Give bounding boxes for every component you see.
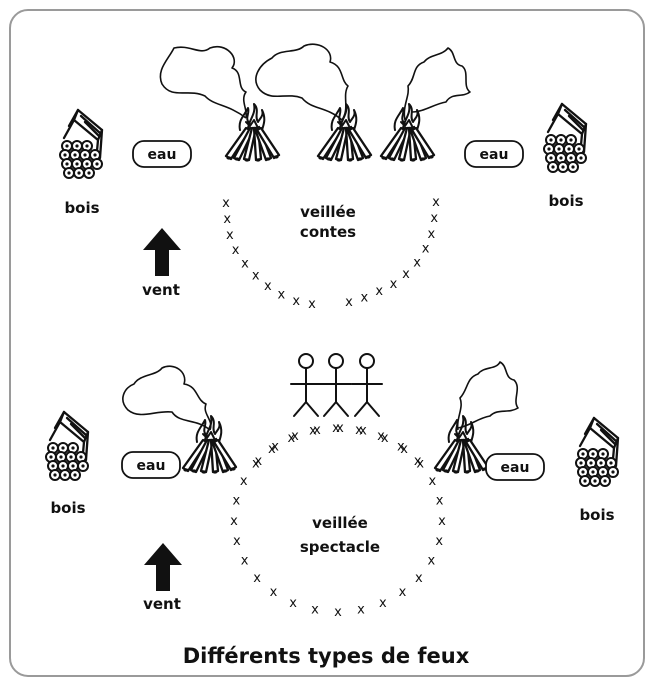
seating-cross: x: [428, 474, 436, 489]
smoke-icon: [255, 43, 349, 121]
seating-cross: x: [241, 256, 249, 271]
seating-cross: x: [390, 277, 398, 292]
water-box: [132, 140, 192, 168]
seating-cross: x: [438, 514, 446, 529]
scene-stories: bois bois eau eau vent veillée contes xx…: [58, 43, 588, 312]
wind-label: vent: [142, 281, 180, 299]
seating-cross: x: [270, 585, 278, 600]
seating-cross: x: [311, 603, 319, 618]
seating-cross: x: [233, 494, 241, 509]
seating-cross: x: [379, 596, 387, 611]
campfire-label: veillée: [312, 514, 368, 532]
seating-cross: x: [252, 268, 260, 283]
seating-cross: x: [435, 534, 443, 549]
seating-cross: x: [377, 429, 385, 444]
seating-cross: x: [232, 243, 240, 258]
water-label: eau: [480, 147, 509, 163]
seating-cross: x: [415, 571, 423, 586]
seating-cross: x: [345, 295, 353, 310]
seating-cross: x: [291, 429, 299, 444]
frame: [9, 9, 645, 677]
seating-cross: x: [428, 554, 436, 569]
seating-cross: x: [428, 227, 436, 242]
seating-cross: x: [397, 440, 405, 455]
scene-show: bois bois eau eau vent veillée spectacle…: [44, 353, 620, 620]
seating-cross: x: [361, 290, 369, 305]
seating-cross: x: [240, 474, 248, 489]
seating-cross: x: [355, 423, 363, 438]
seating-cross: x: [332, 421, 340, 436]
seating-cross: x: [241, 554, 249, 569]
water-label: eau: [137, 458, 166, 474]
seating-cross: x: [430, 211, 438, 226]
seating-cross: x: [309, 424, 317, 439]
seating-cross: x: [402, 267, 410, 282]
wood-label: bois: [548, 192, 583, 210]
seating-cross: x: [254, 454, 262, 469]
campfire-type-label: spectacle: [300, 538, 380, 556]
seating-cross: x: [313, 423, 321, 438]
seating-cross: x: [252, 457, 260, 472]
campfire-label: veillée: [300, 203, 356, 221]
water-box: [464, 140, 524, 168]
smoke-icon: [159, 45, 248, 119]
seating-cross: x: [292, 294, 300, 309]
wood-label: bois: [579, 506, 614, 524]
seating-cross: x: [336, 421, 344, 436]
seating-cross: x: [416, 457, 424, 472]
smoke-icon: [403, 47, 471, 121]
seating-cross: x: [413, 255, 421, 270]
campfire-type-label: contes: [300, 223, 356, 241]
seating-cross: x: [226, 228, 234, 243]
smoke-icon: [456, 361, 519, 431]
water-label: eau: [148, 147, 177, 163]
water-box: [485, 453, 545, 481]
seating-cross: x: [399, 585, 407, 600]
seating-cross: x: [278, 288, 286, 303]
water-label: eau: [501, 460, 530, 476]
seating-cross: x: [359, 424, 367, 439]
seating-cross: x: [308, 297, 316, 312]
seating-cross: x: [271, 440, 279, 455]
seating-cross: x: [230, 514, 238, 529]
wood-label: bois: [64, 199, 99, 217]
seating-cross: x: [287, 431, 295, 446]
seating-cross: x: [432, 195, 440, 210]
seating-cross: x: [268, 442, 276, 457]
smoke-icon: [122, 365, 212, 431]
seating-cross: x: [414, 454, 422, 469]
seating-cross: x: [233, 534, 241, 549]
seating-cross: x: [223, 212, 231, 227]
seating-cross: x: [381, 431, 389, 446]
wind-label: vent: [143, 595, 181, 613]
seating-cross: x: [357, 603, 365, 618]
seating-cross: x: [375, 284, 383, 299]
seating-cross: x: [422, 242, 430, 257]
seating-cross: x: [400, 442, 408, 457]
seating-cross: x: [334, 605, 342, 620]
wood-label: bois: [50, 499, 85, 517]
seating-cross: x: [264, 279, 272, 294]
seating-cross: x: [253, 571, 261, 586]
seating-cross: x: [436, 494, 444, 509]
seating-cross: x: [222, 196, 230, 211]
water-box: [121, 451, 181, 479]
diagram-title: Différents types de feux: [183, 644, 470, 668]
seating-cross: x: [289, 596, 297, 611]
